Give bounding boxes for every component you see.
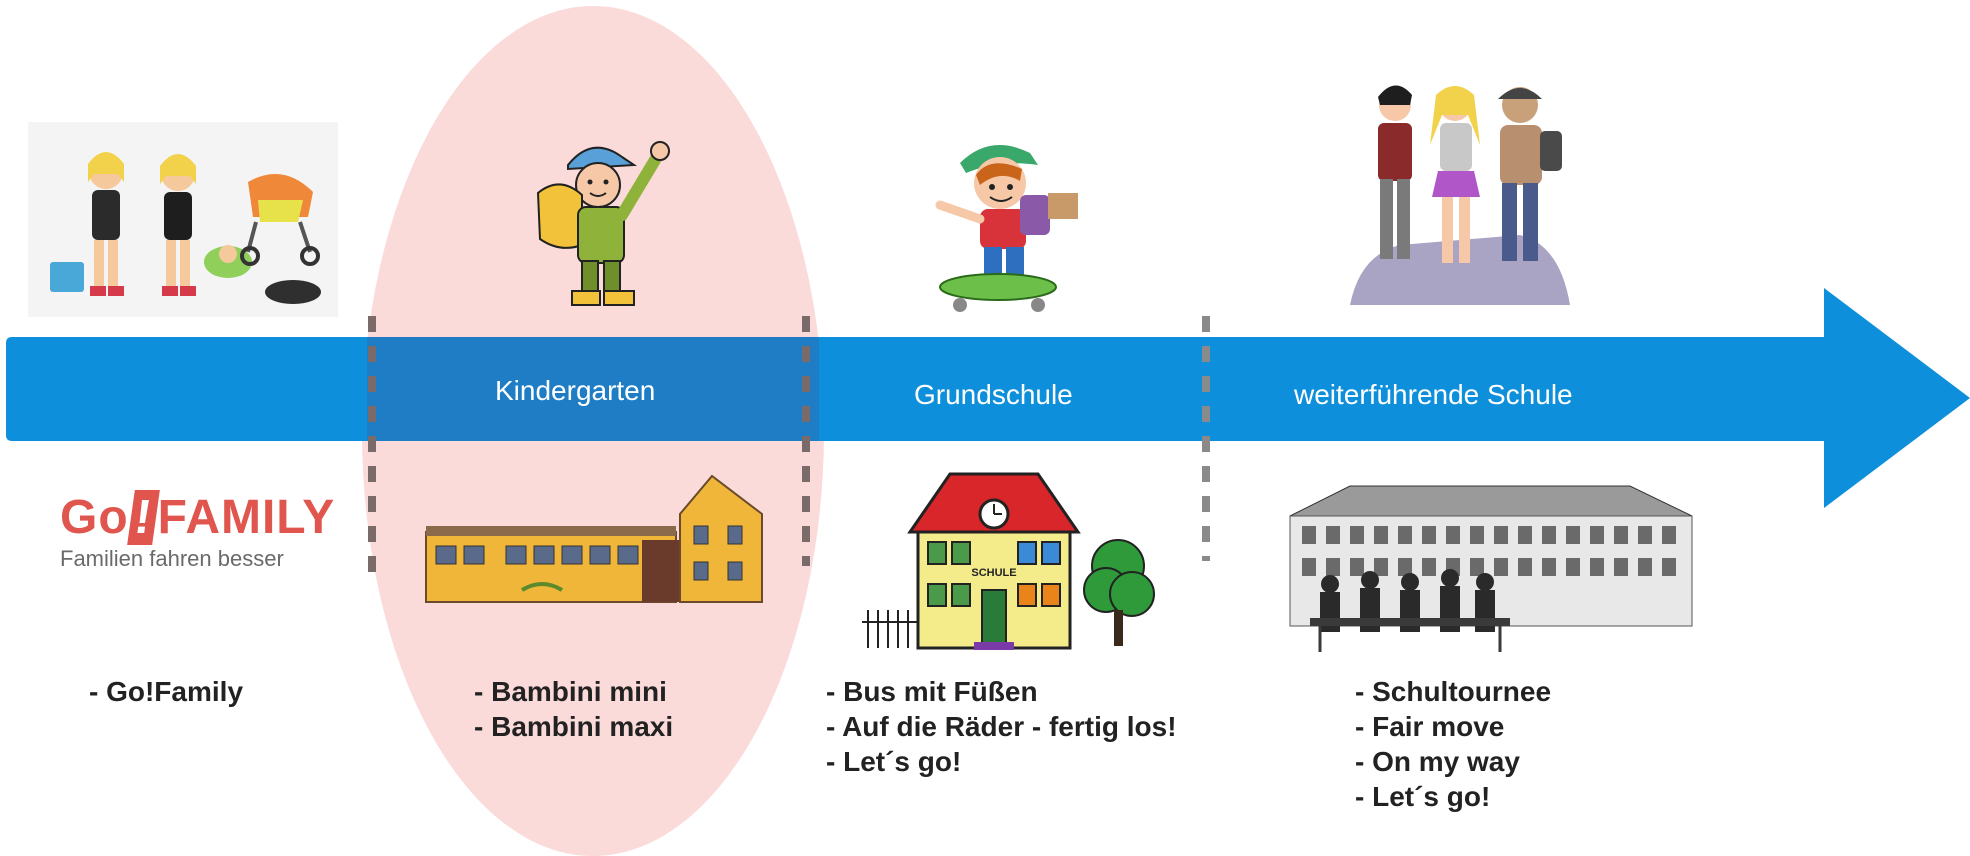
kindergarten-building-drawing xyxy=(425,474,763,603)
logo-tagline: Familien fahren besser xyxy=(60,546,284,571)
family-figures-illustration xyxy=(28,122,338,317)
teenagers-illustration xyxy=(1350,85,1570,305)
phase-label-grundschule: Grundschule xyxy=(914,379,1073,410)
separator-dashed-3 xyxy=(1202,316,1210,561)
program-item: - Let´s go! xyxy=(826,746,962,777)
program-item: - Bus mit Füßen xyxy=(826,676,1038,707)
program-item: - Schultournee xyxy=(1355,676,1552,707)
separator-dashed-2 xyxy=(802,316,810,566)
program-item: - Bambini mini xyxy=(474,676,667,707)
secondary-school-sketch xyxy=(1289,485,1693,652)
phase-label-kindergarten: Kindergarten xyxy=(495,375,656,406)
program-item: - Let´s go! xyxy=(1355,781,1491,812)
program-item: - Go!Family xyxy=(89,676,244,707)
separator-dashed-1 xyxy=(368,316,376,576)
go-family-logo: Go!FAMILY xyxy=(60,490,335,545)
program-item: - Auf die Räder - fertig los! xyxy=(826,711,1177,742)
program-list-weiterfuehrende-schule: - Schultournee - Fair move - On my way -… xyxy=(1355,674,1551,814)
program-list-grundschule: - Bus mit Füßen - Auf die Räder - fertig… xyxy=(826,674,1177,779)
logo-part-go: Go xyxy=(60,491,129,544)
school-sign-text: SCHULE xyxy=(971,567,1016,579)
program-list-kindergarten: - Bambini mini - Bambini maxi xyxy=(474,674,673,744)
program-item: - On my way xyxy=(1355,746,1520,777)
program-item: - Fair move xyxy=(1355,711,1505,742)
phase-label-weiterfuehrende-schule: weiterführende Schule xyxy=(1294,379,1573,410)
skateboard-kid-illustration xyxy=(935,145,1078,312)
kindergarten-child-illustration xyxy=(536,141,670,306)
timeline-arrow xyxy=(6,288,1970,508)
program-item: - Bambini maxi xyxy=(474,711,674,742)
school-building-drawing: SCHULE xyxy=(862,472,1155,650)
program-list-family: - Go!Family xyxy=(89,674,243,709)
logo-exclamation: ! xyxy=(126,490,160,545)
logo-part-family: FAMILY xyxy=(157,491,336,544)
